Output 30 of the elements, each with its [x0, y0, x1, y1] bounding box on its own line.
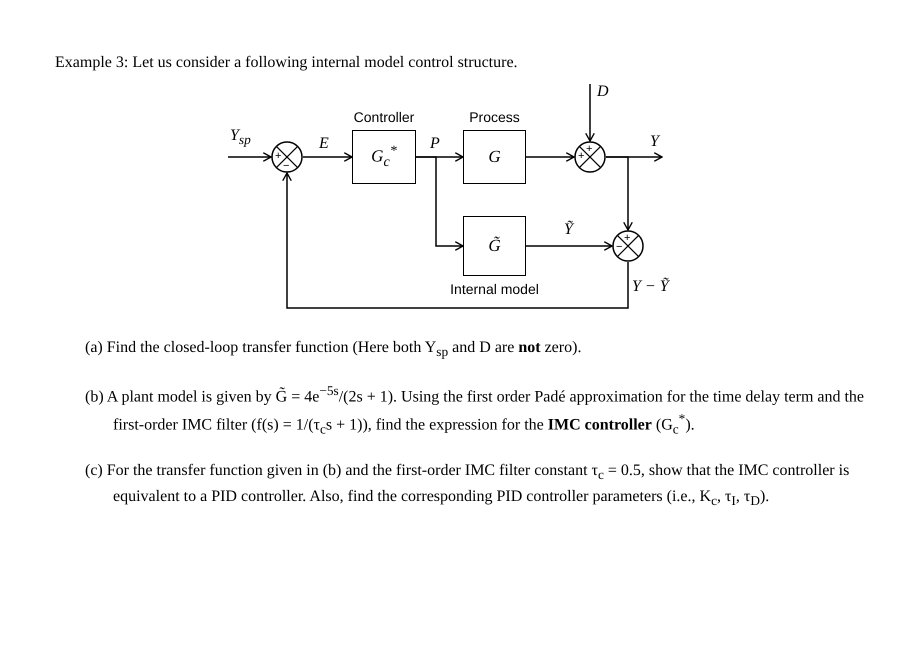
- arrow: [416, 156, 464, 252]
- example-heading: Example 3: Let us consider a following internal model control structure.: [55, 54, 518, 72]
- sign-symbol: +: [275, 151, 282, 162]
- sign-symbol: −: [283, 161, 290, 172]
- signal-label: E: [319, 136, 329, 152]
- question-text: (c) For the transfer function given in (b) and the first-order IMC filter constant τ$_{c}$ = 0.5, show that the IMC controller is equivalent to a PID controller. Also, find the corresponding PID controller parameters (i.e., K$_{c}$, τ$_{I}$, τ$_{D}$).: [85, 461, 850, 510]
- arrow: [526, 240, 613, 252]
- question-text: (a) Find the closed-loop transfer function (Here both Y$_{sp}$ and D are not zero).: [85, 338, 582, 362]
- signal-label: D: [597, 84, 609, 100]
- sign-symbol: −: [616, 242, 622, 253]
- transfer-function: G̃: [488, 236, 501, 256]
- signal-label: Ỹ: [564, 222, 573, 238]
- transfer-function: G: [488, 147, 501, 167]
- signal-label: Y − Ỹ: [632, 279, 669, 295]
- arrow: [606, 156, 634, 231]
- block-heading: Internal model: [449, 281, 540, 297]
- block-heading: Controller: [352, 109, 416, 125]
- question-text: (b) A plant model is given by G̃ = 4e$^{−5s}$/(2s + 1). Using the first order Padé approximation for the time delay term and the first-order IMC filter (f(s) = 1/(τ$_{c}$s + 1)), find the expression for the IMC controller (G$_{c}$$^{*}$).: [85, 382, 866, 439]
- arrow: [584, 84, 596, 142]
- signal-label: Y$_{sp}$: [230, 128, 251, 148]
- arrow: [228, 152, 272, 162]
- signal-label: P: [430, 136, 440, 152]
- block-heading: Process: [468, 109, 521, 125]
- signal-label: Y: [650, 134, 659, 150]
- arrow: [282, 172, 629, 309]
- sign-symbol: +: [586, 144, 592, 155]
- arrow: [526, 152, 575, 162]
- sign-symbol: +: [624, 233, 630, 244]
- arrow: [303, 152, 353, 162]
- sign-symbol: +: [578, 151, 584, 162]
